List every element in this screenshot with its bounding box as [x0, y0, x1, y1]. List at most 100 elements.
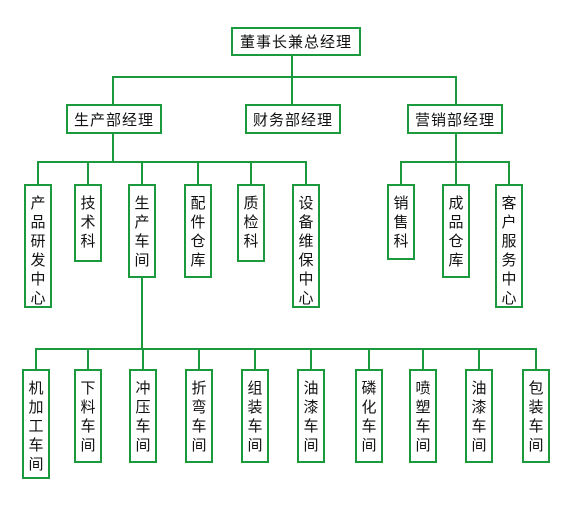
label-char: 件 — [190, 213, 206, 231]
label-char: 机 — [28, 379, 44, 397]
connector-workshop-bus — [35, 348, 537, 350]
label-char: 车 — [80, 417, 96, 435]
label-char: 库 — [448, 251, 464, 269]
connector-workshop-4 — [198, 348, 200, 370]
dept-equipment-maintenance: 设备维保中心 — [292, 184, 320, 308]
label-char: 间 — [303, 436, 319, 454]
label-char: 车 — [28, 436, 44, 454]
label-char: 间 — [247, 436, 263, 454]
node-label: 磷化车间 — [361, 379, 376, 455]
workshop-powder-coating: 喷塑车间 — [409, 369, 437, 463]
connector-workshop-8 — [422, 348, 424, 370]
label-char: 间 — [528, 436, 544, 454]
node-label: 下料车间 — [80, 379, 95, 455]
dept-sales: 销售科 — [387, 184, 415, 260]
label-char: 品 — [448, 213, 464, 231]
connector-sales-down — [455, 133, 457, 162]
root-node: 董事长兼总经理 — [231, 27, 361, 56]
connector-sales-dept-2 — [455, 161, 457, 185]
dept-parts-warehouse: 配件仓库 — [184, 184, 212, 278]
label-char: 生 — [134, 194, 150, 212]
label-char: 科 — [80, 232, 96, 250]
connector-sales-dept-3 — [508, 161, 510, 185]
manager-production: 生产部经理 — [66, 104, 162, 134]
label-char: 产 — [30, 194, 46, 212]
label-char: 车 — [135, 417, 151, 435]
dept-product-warehouse: 成品仓库 — [442, 184, 470, 278]
node-label: 冲压车间 — [135, 379, 150, 455]
node-label: 质检科 — [243, 194, 258, 251]
label-char: 间 — [361, 436, 377, 454]
label-char: 包 — [528, 379, 544, 397]
dept-product-rd: 产品研发中心 — [24, 184, 52, 308]
connector-managers-bus — [112, 76, 457, 78]
node-label: 折弯车间 — [191, 379, 206, 455]
node-label: 客户服务中心 — [501, 194, 516, 308]
label-char: 务 — [501, 251, 517, 269]
connector-workshop-10 — [535, 348, 537, 370]
label-char: 术 — [80, 213, 96, 231]
connector-mgr-sales-up — [455, 76, 457, 105]
node-label: 包装车间 — [528, 379, 543, 455]
label-char: 车 — [247, 417, 263, 435]
node-label: 产品研发中心 — [30, 194, 45, 308]
label-char: 组 — [247, 379, 263, 397]
label-char: 成 — [448, 194, 464, 212]
label-char: 料 — [80, 398, 96, 416]
node-label: 油漆车间 — [303, 379, 318, 455]
label-char: 品 — [30, 213, 46, 231]
label-char: 仓 — [448, 232, 464, 250]
label-char: 油 — [471, 379, 487, 397]
node-label: 技术科 — [80, 194, 95, 251]
dept-quality-inspection: 质检科 — [237, 184, 265, 262]
connector-root-down — [291, 54, 293, 77]
label-char: 心 — [298, 289, 314, 307]
workshop-packaging: 包装车间 — [522, 369, 550, 463]
label-char: 服 — [501, 232, 517, 250]
manager-label: 生产部经理 — [73, 110, 154, 129]
label-char: 产 — [134, 213, 150, 231]
connector-production-bus — [37, 161, 307, 163]
workshop-painting-1: 油漆车间 — [297, 369, 325, 463]
label-char: 发 — [30, 251, 46, 269]
label-char: 质 — [243, 194, 259, 212]
label-char: 间 — [471, 436, 487, 454]
label-char: 仓 — [190, 232, 206, 250]
node-label: 生产车间 — [134, 194, 149, 270]
workshop-machining: 机加工车间 — [22, 369, 50, 479]
label-char: 配 — [190, 194, 206, 212]
label-char: 销 — [393, 194, 409, 212]
label-char: 磷 — [361, 379, 377, 397]
node-label: 成品仓库 — [448, 194, 463, 270]
label-char: 设 — [298, 194, 314, 212]
label-char: 车 — [528, 417, 544, 435]
label-char: 间 — [28, 455, 44, 473]
label-char: 装 — [528, 398, 544, 416]
connector-production-down — [112, 133, 114, 162]
connector-workshop-6 — [310, 348, 312, 370]
connector-prod-dept-2 — [87, 161, 89, 185]
label-char: 售 — [393, 213, 409, 231]
label-char: 技 — [80, 194, 96, 212]
label-char: 弯 — [191, 398, 207, 416]
connector-workshop-3 — [142, 348, 144, 370]
label-char: 喷 — [415, 379, 431, 397]
label-char: 心 — [30, 289, 46, 307]
label-char: 加 — [28, 398, 44, 416]
label-char: 科 — [243, 232, 259, 250]
connector-prod-dept-6 — [305, 161, 307, 185]
connector-workshop-2 — [87, 348, 89, 370]
label-char: 折 — [191, 379, 207, 397]
workshop-bending: 折弯车间 — [185, 369, 213, 463]
label-char: 车 — [191, 417, 207, 435]
label-char: 漆 — [303, 398, 319, 416]
manager-finance: 财务部经理 — [245, 104, 341, 134]
connector-prod-dept-3 — [141, 161, 143, 185]
label-char: 户 — [501, 213, 517, 231]
connector-sales-dept-1 — [400, 161, 402, 185]
label-char: 心 — [501, 289, 517, 307]
label-char: 中 — [30, 270, 46, 288]
label-char: 化 — [361, 398, 377, 416]
label-char: 压 — [135, 398, 151, 416]
